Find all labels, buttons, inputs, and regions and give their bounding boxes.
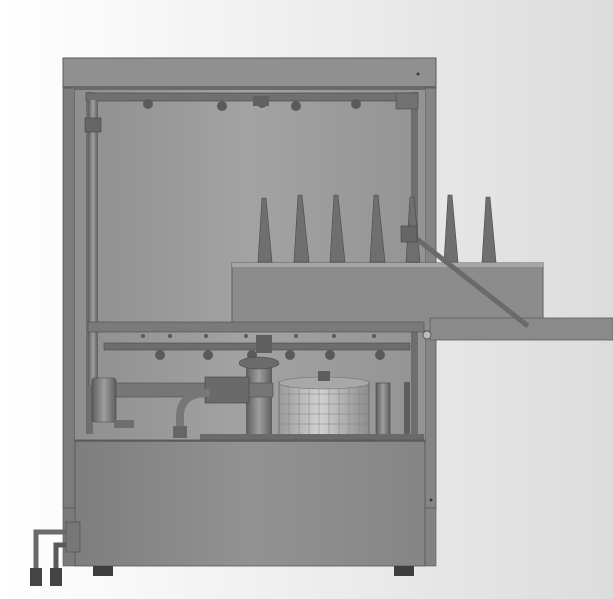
frame-pivot	[422, 330, 432, 340]
upper-arm-hub	[253, 96, 269, 106]
manifold-junction	[204, 376, 250, 404]
heating-tank	[278, 381, 370, 439]
left-foot	[93, 566, 113, 576]
rack-support-strut	[406, 230, 530, 328]
top-lid-shadow	[63, 86, 436, 90]
tank-handle	[318, 371, 330, 381]
lower-spray-nozzles	[141, 334, 385, 360]
pump-column	[246, 362, 272, 438]
drain-connector	[50, 568, 62, 586]
strut-hinge	[400, 225, 418, 243]
pump-column-cap	[238, 356, 280, 370]
lower-cabinet	[74, 439, 426, 567]
inlet-hose	[176, 388, 211, 434]
sensor-cylinder	[375, 382, 391, 438]
filter-outlet	[114, 420, 134, 428]
chamber-floor	[200, 434, 424, 440]
tank-mesh	[281, 384, 367, 436]
feed-pipe-bracket	[84, 117, 102, 133]
side-fastener	[429, 498, 433, 502]
inlet-connector	[30, 568, 42, 586]
upper-spray-arm	[85, 92, 419, 102]
lid-indicator	[416, 72, 420, 76]
right-control-strip	[424, 507, 437, 567]
hose-clamp	[173, 426, 187, 438]
water-inlet-hose	[33, 529, 76, 570]
lower-rack-support	[87, 321, 425, 333]
filter-housing	[91, 377, 117, 423]
lower-arm-hub	[256, 335, 272, 353]
level-probe	[404, 382, 410, 438]
top-lid	[62, 57, 437, 89]
left-side-panel	[62, 87, 76, 509]
right-foot	[394, 566, 414, 576]
left-feed-pipe	[88, 100, 98, 385]
rack-top-edge	[232, 263, 543, 267]
connector-block	[65, 521, 81, 553]
upper-right-elbow	[395, 92, 419, 110]
